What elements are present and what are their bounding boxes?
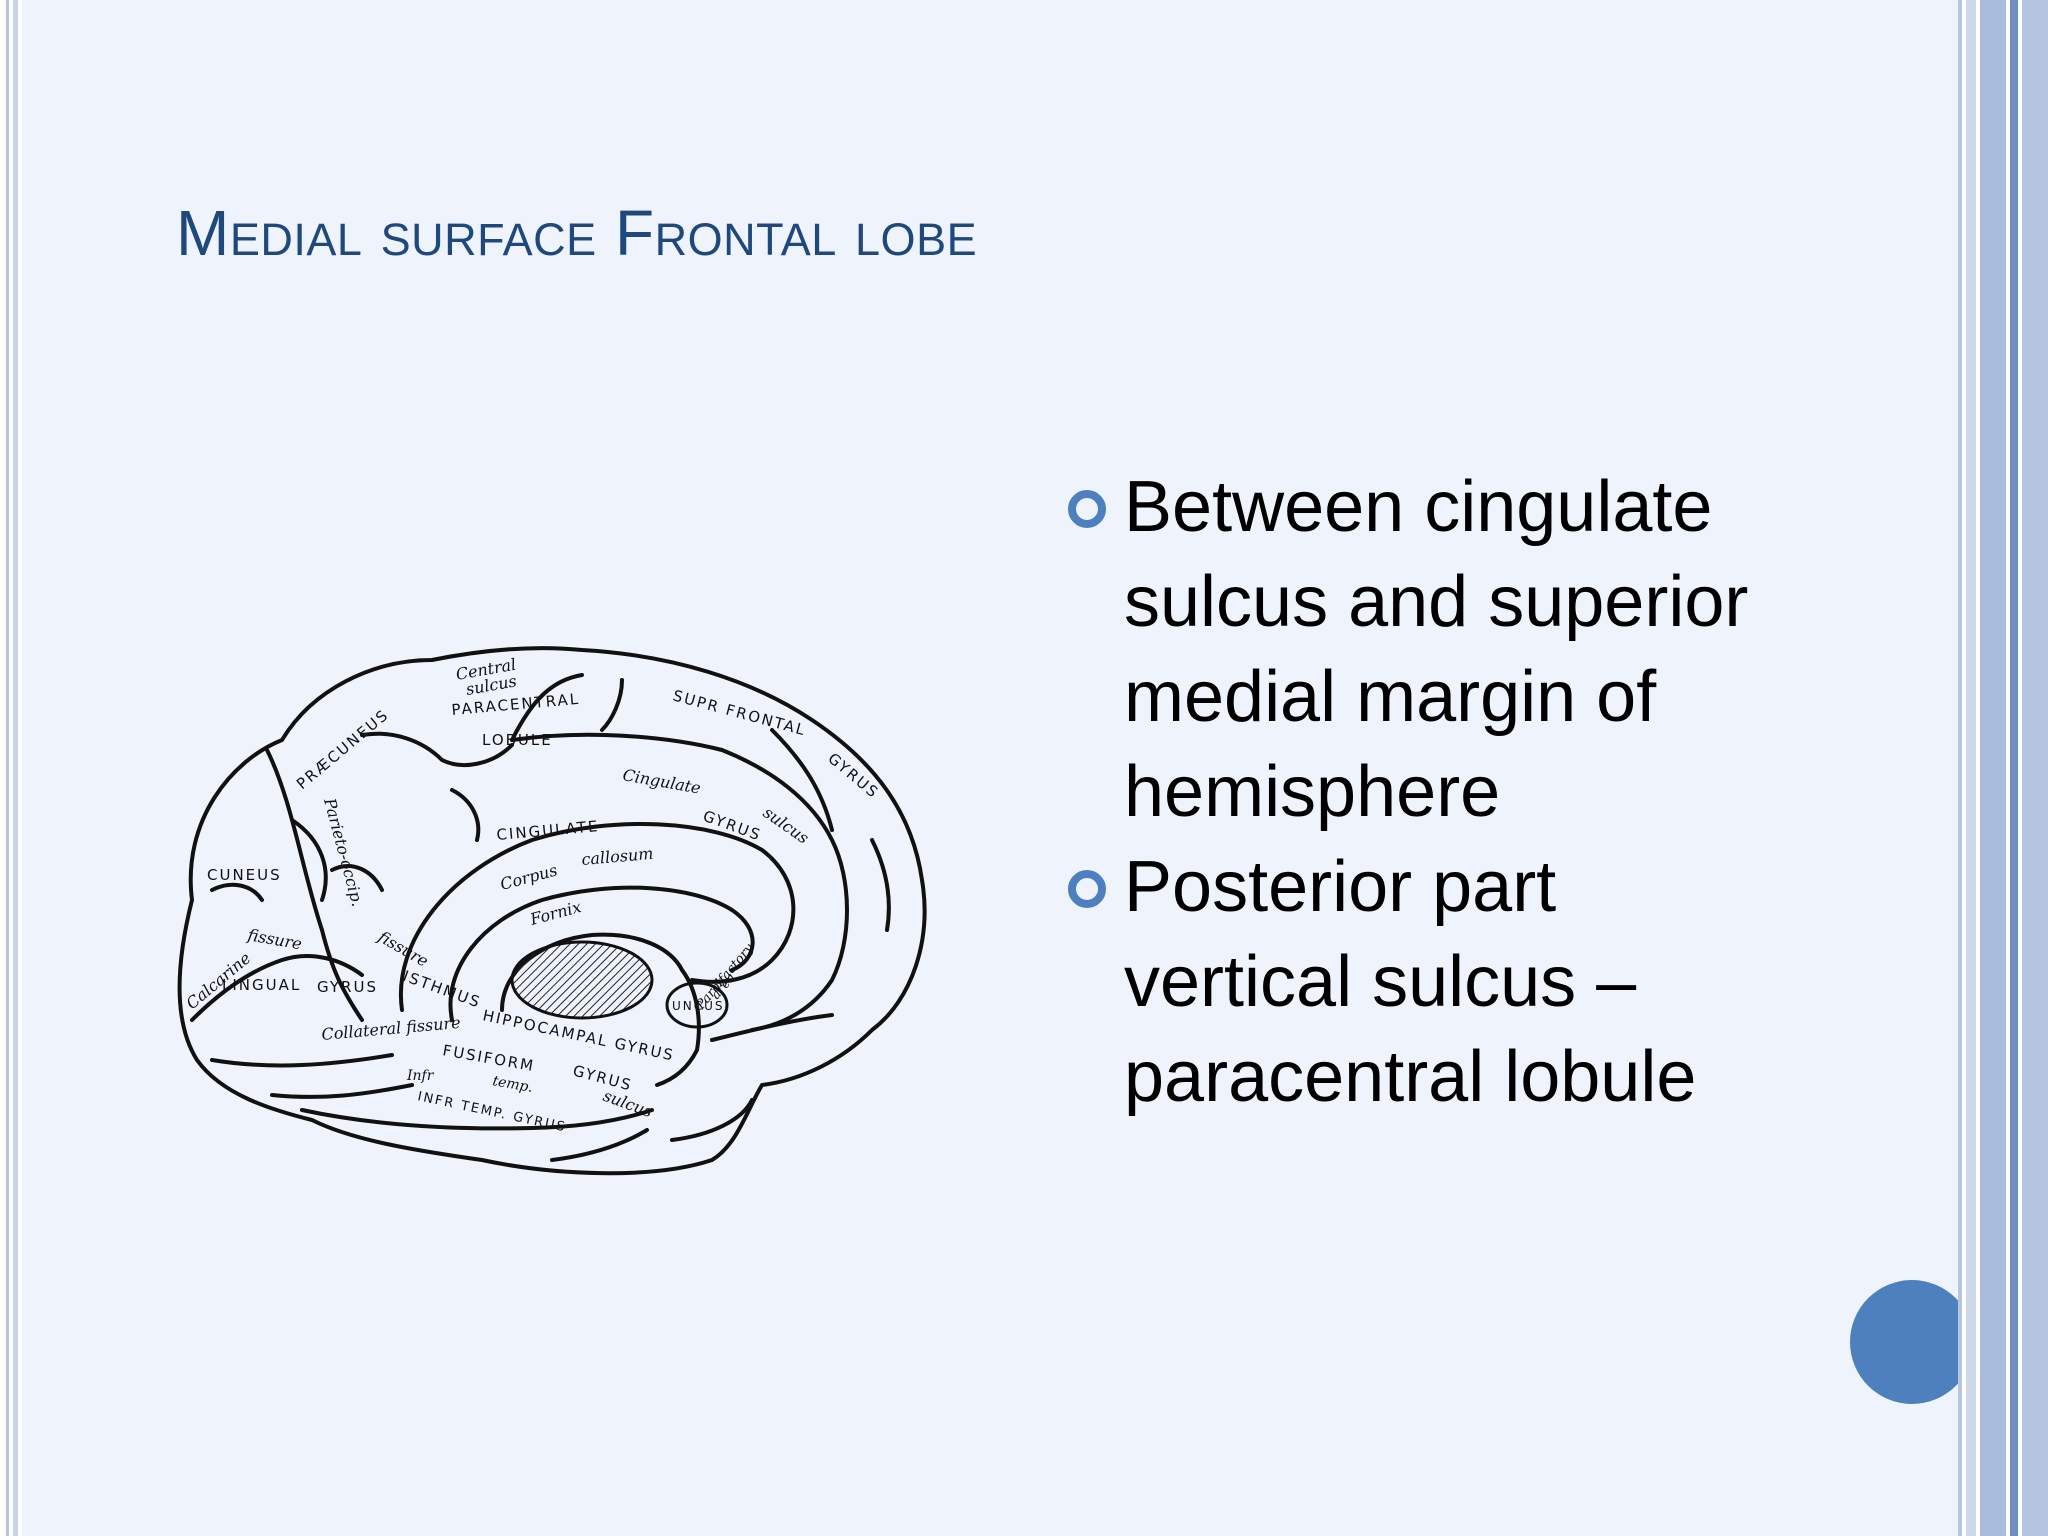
uncus-outline — [665, 981, 729, 1029]
cingulate-sulcus-line — [360, 731, 514, 767]
left-border-line-1 — [6, 0, 9, 1536]
label-lingual: LINGUAL — [222, 976, 301, 994]
bullet-marker-icon — [1068, 870, 1106, 908]
label-corpus: Corpus — [498, 860, 559, 893]
label-gyrus-fusi: GYRUS — [571, 1061, 635, 1094]
label-parieto-occip: Parieto-occip. — [320, 795, 367, 908]
collateral-fissure — [210, 1053, 394, 1068]
bullet-2-line-2: vertical sulcus – — [1124, 942, 1637, 1022]
calcarine-fissure — [190, 953, 364, 1022]
bullet-1-line-4: hemisphere — [1124, 752, 1501, 832]
label-sulcus-right: sulcus — [760, 803, 813, 848]
bullet-item-2: Posterior part vertical sulcus – paracen… — [1062, 840, 1962, 1125]
label-cuneus: CUNEUS — [207, 866, 282, 884]
bullet-1-line-2: sulcus and superior — [1124, 562, 1749, 642]
label-cingulate: CINGULATE — [496, 817, 600, 844]
slide-title: Medial surface Frontal lobe — [176, 197, 978, 269]
parieto-occipital-fissure — [265, 748, 364, 1022]
brain-outline — [177, 646, 927, 1176]
frontal-inner-outline — [510, 732, 849, 1032]
label-sup-frontal: SUPR FRONTAL — [671, 686, 808, 739]
label-gyrus-lingual: GYRUS — [317, 978, 378, 996]
bullet-2-line-1: Posterior part — [1124, 847, 1557, 927]
corpus-callosum-outline — [398, 821, 796, 1012]
label-fusiform: FUSIFORM — [441, 1041, 536, 1075]
label-fissure-po: fissure — [374, 927, 432, 971]
bullet-2-line-3: paracentral lobule — [1124, 1037, 1697, 1117]
label-isthmus: ISTHMUS — [401, 967, 484, 1012]
left-border-line-2 — [13, 0, 18, 1536]
label-praecuneus: PRÆCUNEUS — [293, 706, 392, 794]
bullet-1-line-3: medial margin of — [1124, 657, 1657, 737]
label-collateral: Collateral fissure — [321, 1013, 462, 1044]
label-lobule: LOBULE — [482, 731, 553, 749]
brain-medial-surface-diagram: Central sulcus Cingulate sulcus Parieto-… — [177, 646, 927, 1176]
label-cingulate-sulcus: Cingulate — [621, 765, 702, 797]
label-temp: temp. — [491, 1073, 534, 1096]
bullet-list: Between cingulate sulcus and superior me… — [1062, 460, 1962, 1125]
label-callosum: callosum — [581, 844, 654, 869]
bullet-1-line-1: Between cingulate — [1124, 467, 1713, 547]
right-border-decoration — [1958, 0, 2048, 1536]
left-border-decoration — [0, 0, 22, 1536]
label-uncus: UNCUS — [672, 999, 725, 1013]
label-fissure-left: fissure — [245, 925, 303, 953]
decorative-circle — [1850, 1280, 1974, 1404]
label-infr: Infr — [406, 1068, 435, 1084]
bullet-item-1: Between cingulate sulcus and superior me… — [1062, 460, 1962, 840]
bullet-marker-icon — [1068, 490, 1106, 528]
thalamus-hatched-area — [510, 940, 654, 1020]
slide: Medial surface Frontal lobe — [22, 0, 1974, 1536]
label-gyrus-cing: GYRUS — [701, 807, 764, 845]
